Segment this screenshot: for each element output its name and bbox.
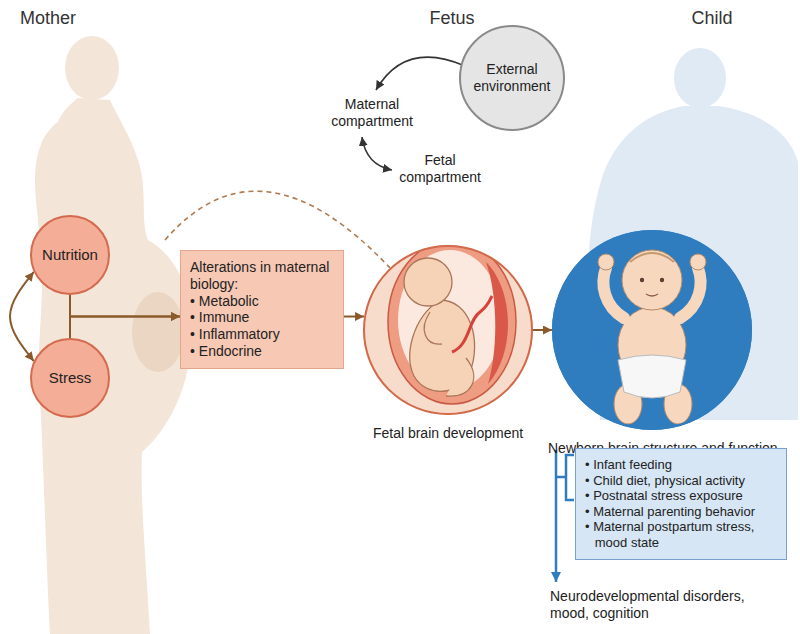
- bullet-item: • Metabolic: [190, 293, 334, 310]
- bullet-item: • Inflammatory: [190, 326, 334, 343]
- circle-content: Stress: [30, 338, 110, 418]
- bullet-item: • Immune: [190, 309, 334, 326]
- circle-outline: [363, 245, 533, 415]
- circle-shape: [364, 246, 532, 414]
- mother-head: [65, 36, 119, 100]
- circle-shape: [460, 26, 564, 130]
- baby-arm: [603, 268, 624, 318]
- circle-shape: [553, 231, 751, 429]
- circle-shape: [31, 216, 109, 294]
- fetus-circle: Fetal brain development: [363, 245, 533, 415]
- connector-arrow: [344, 316, 364, 318]
- outcome-label: Neurodevelopmental disorders, mood, cogn…: [550, 588, 775, 622]
- circle-shape: [31, 339, 109, 417]
- node-text: Nutrition: [42, 246, 98, 264]
- column-header: Fetus: [392, 8, 512, 30]
- baby-fist: [690, 254, 706, 270]
- bullet-item: • Child diet, physical activity: [585, 473, 777, 489]
- baby-head: [622, 250, 682, 310]
- compartment-label: Maternal compartment: [322, 96, 422, 130]
- umbilical-cord: [452, 296, 492, 352]
- fetus-head: [404, 258, 452, 306]
- node-text: Stress: [49, 369, 92, 387]
- newborn-circle: Newborn brain structure and function: [552, 230, 752, 430]
- mother-silhouette: [35, 36, 192, 634]
- compartment-arrow: [362, 137, 392, 170]
- fetus-leg: [446, 358, 474, 396]
- newborn-disc: [552, 230, 752, 430]
- compartment-label: Fetal compartment: [390, 152, 490, 186]
- baby-eye: [660, 278, 664, 282]
- baby-hair: [630, 253, 674, 262]
- circle-content: Nutrition: [30, 215, 110, 295]
- biology-box: Alterations in maternal biology:• Metabo…: [180, 250, 344, 369]
- node-text: External environment: [467, 61, 557, 95]
- baby-mouth: [646, 294, 658, 296]
- belly-fetus: [132, 292, 184, 372]
- factor-circle: Nutrition: [30, 215, 110, 295]
- factor-bracket: [556, 455, 574, 500]
- fetus-arm: [424, 312, 442, 344]
- node-caption: Fetal brain development: [373, 425, 523, 442]
- bullet-item: • Endocrine: [190, 343, 334, 360]
- bullet-item: • Infant feeding: [585, 457, 777, 473]
- column-header: Child: [652, 8, 772, 30]
- environment-circle: External environment: [459, 25, 565, 131]
- connector-arrow: [533, 329, 552, 331]
- node-text: Alterations in maternal biology:: [190, 259, 334, 293]
- baby-arm: [680, 268, 701, 318]
- outcome-arrow: [555, 450, 558, 582]
- connector-arrow: [10, 272, 34, 361]
- connector-arrow: [70, 317, 180, 339]
- bullet-item: • Postnatal stress exposure: [585, 488, 777, 504]
- circle-outline: [552, 230, 752, 430]
- baby-eye: [640, 278, 644, 282]
- bullet-item: • Maternal postpartum stress, mood state: [585, 519, 777, 550]
- baby-diaper: [618, 355, 686, 398]
- circle-content: External environment: [459, 25, 565, 131]
- baby-illustration: [598, 250, 706, 424]
- bullet-item: • Maternal parenting behavior: [585, 504, 777, 520]
- parent-head: [674, 48, 726, 108]
- postnatal-box: • Infant feeding• Child diet, physical a…: [575, 448, 787, 560]
- uterus-wall: [388, 240, 516, 404]
- factor-circle: Stress: [30, 338, 110, 418]
- placenta: [486, 262, 508, 384]
- connector-arrow: [70, 295, 180, 317]
- uterus-illustration: [388, 240, 516, 404]
- environment-arrow: [376, 57, 465, 90]
- baby-fist: [598, 254, 614, 270]
- column-header: Mother: [20, 8, 140, 30]
